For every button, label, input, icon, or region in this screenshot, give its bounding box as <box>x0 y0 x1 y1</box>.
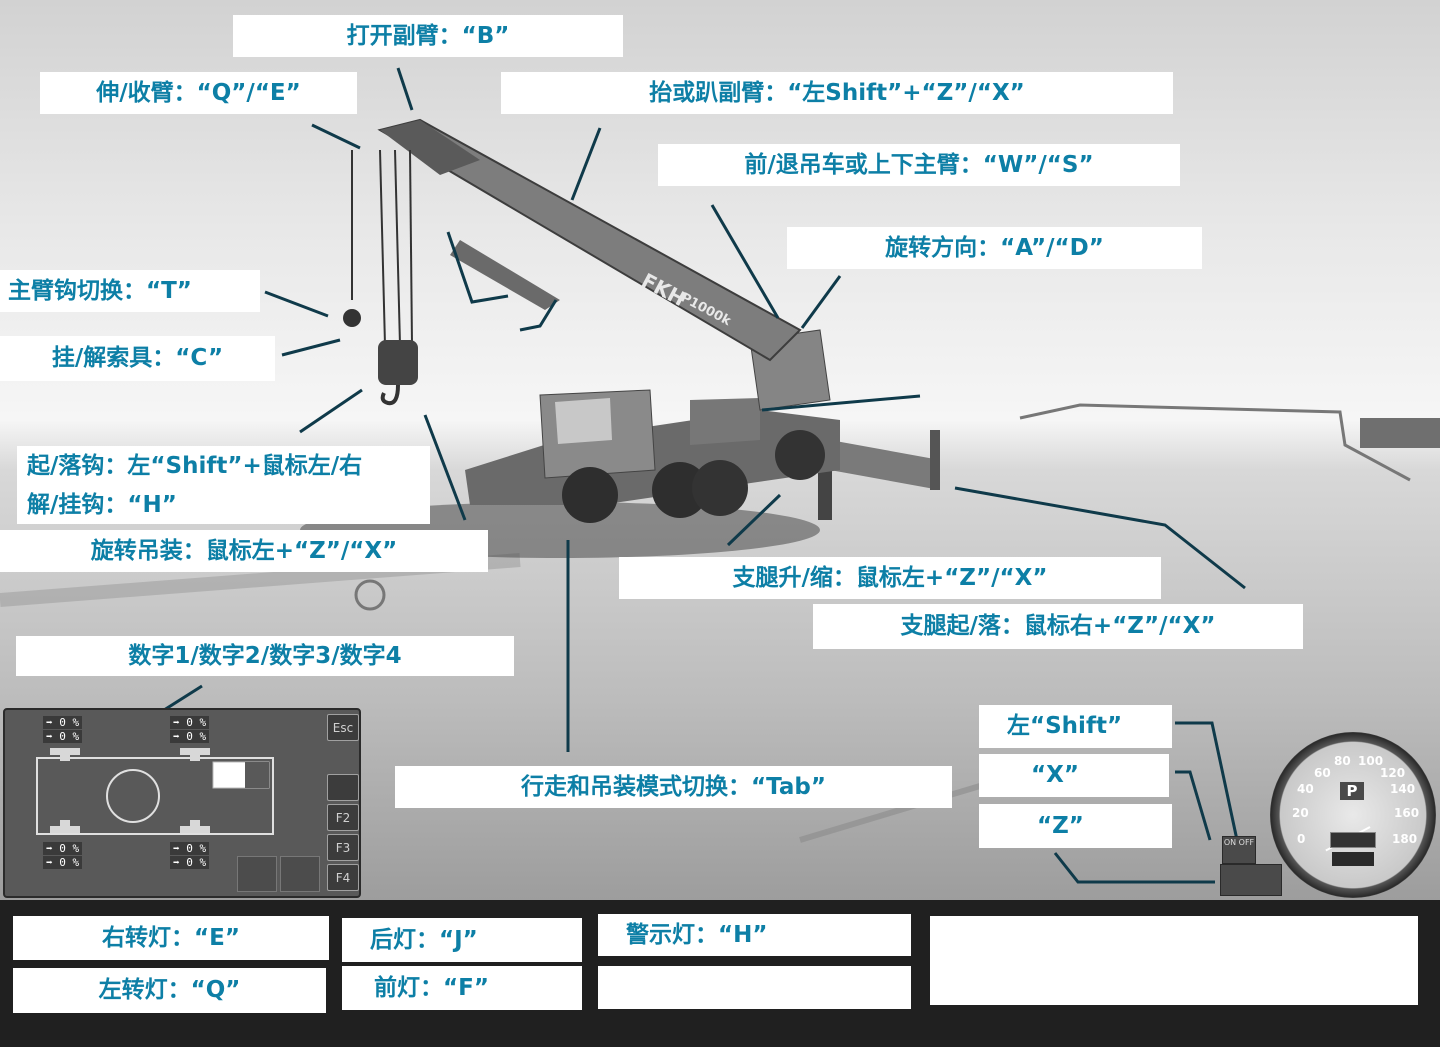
front-light[interactable]: 前灯：“F” <box>342 966 582 1010</box>
tick-160: 160 <box>1394 806 1420 820</box>
f4-button[interactable]: F4 <box>327 864 359 891</box>
tick-100: 100 <box>1358 754 1384 768</box>
outrigger-4-top: ➡ 0 % <box>170 842 210 855</box>
outrigger-2-top-value: 0 % <box>186 716 207 729</box>
wheel-3 <box>692 460 748 516</box>
wheel-4 <box>775 430 825 480</box>
arrow-right-icon: ➡ <box>173 730 180 743</box>
label-extend-boom: 伸/收臂：“Q”/“E” <box>40 72 357 114</box>
label-key-z: “Z” <box>979 804 1172 848</box>
ground-crack <box>799 777 1001 843</box>
label-raise-jib: 抬或趴副臂：“左Shift”+“Z”/“X” <box>501 72 1173 114</box>
carrier-box <box>690 398 760 445</box>
label-outrigger-extend: 支腿升/缩：鼠标左+“Z”/“X” <box>619 557 1161 599</box>
label-mode-switch: 行走和吊装模式切换：“Tab” <box>395 766 952 808</box>
wheel-1 <box>562 467 618 523</box>
arrow-right-icon: ➡ <box>46 716 53 729</box>
outrigger-1-bottom-value: 0 % <box>59 730 80 743</box>
building <box>1360 418 1440 448</box>
right-turn-light[interactable]: 右转灯：“E” <box>13 916 329 960</box>
label-hook-release: 解/挂钩：“H” <box>17 486 430 524</box>
outrigger-2-bottom-value: 0 % <box>186 730 207 743</box>
outrigger-3-bottom: ➡ 0 % <box>43 856 83 869</box>
esc-button[interactable]: Esc <box>327 714 359 741</box>
f2-button[interactable]: F2 <box>327 804 359 831</box>
outrigger-leg <box>930 430 940 490</box>
main-cable-3 <box>409 149 413 346</box>
outrigger-4-top-value: 0 % <box>186 842 207 855</box>
jib <box>450 240 560 310</box>
label-outrigger-raise: 支腿起/落：鼠标右+“Z”/“X” <box>813 604 1303 649</box>
label-digits: 数字1/数字2/数字3/数字4 <box>16 636 514 676</box>
outrigger-beam <box>830 440 940 490</box>
empty-slot-2 <box>930 916 1418 1005</box>
tick-120: 120 <box>1380 766 1406 780</box>
onoff-switch[interactable]: ON OFF <box>1222 836 1256 864</box>
chassis-diagram <box>36 748 274 835</box>
wheel-2 <box>652 462 708 518</box>
label-rigging: 挂/解索具：“C” <box>0 336 275 381</box>
onoff-label: ON OFF <box>1223 838 1255 847</box>
label-key-shift: 左“Shift” <box>979 705 1172 748</box>
label-move-luff: 前/退吊车或上下主臂：“W”/“S” <box>658 144 1180 186</box>
arrow-right-icon: ➡ <box>46 842 53 855</box>
gear-indicator: P <box>1340 782 1364 800</box>
cab-window <box>555 398 612 444</box>
tick-0: 0 <box>1297 832 1306 846</box>
label-key-x: “X” <box>979 754 1169 797</box>
outrigger-1-top: ➡ 0 % <box>43 716 83 729</box>
arrow-right-icon: ➡ <box>173 856 180 869</box>
tick-40: 40 <box>1297 782 1314 796</box>
empty-slot-1 <box>598 966 911 1009</box>
outrigger-1-bottom: ➡ 0 % <box>43 730 83 743</box>
label-hoist: 起/落钩：左“Shift”+鼠标左/右 <box>17 446 430 486</box>
lift-mode-icon[interactable] <box>237 856 277 892</box>
warning-light[interactable]: 警示灯：“H” <box>598 914 911 956</box>
outrigger-3-top-value: 0 % <box>59 842 80 855</box>
label-open-jib: 打开副臂：“B” <box>233 15 623 57</box>
outrigger-leg-front <box>818 460 832 520</box>
tick-140: 140 <box>1390 782 1416 796</box>
outrigger-1-top-value: 0 % <box>59 716 80 729</box>
outrigger-4-bottom: ➡ 0 % <box>170 856 210 869</box>
f3-button[interactable]: F3 <box>327 834 359 861</box>
label-slew: 旋转吊装：鼠标左+“Z”/“X” <box>0 530 488 572</box>
warning-icon <box>1332 852 1374 866</box>
outrigger-4-bottom-value: 0 % <box>186 856 207 869</box>
outrigger-2-bottom: ➡ 0 % <box>170 730 210 743</box>
leader-lines <box>84 67 1246 884</box>
arrow-right-icon: ➡ <box>173 716 180 729</box>
outrigger-hud: ➡ 0 % ➡ 0 % ➡ 0 % ➡ 0 % ➡ 0 % ➡ 0 % ➡ 0 … <box>3 708 361 898</box>
main-cable-2 <box>394 149 401 346</box>
lower-mode-icon[interactable] <box>280 856 320 892</box>
tick-80: 80 <box>1334 754 1351 768</box>
tick-20: 20 <box>1292 806 1309 820</box>
scene-drawing: FKH P1000k <box>0 67 1440 884</box>
tick-60: 60 <box>1314 766 1331 780</box>
main-cable-1 <box>379 149 386 346</box>
label-hook-switch: 主臂钩切换：“T” <box>0 270 260 312</box>
left-turn-light[interactable]: 左转灯：“Q” <box>13 968 326 1013</box>
fuel-icon <box>1330 832 1376 848</box>
arrow-right-icon: ➡ <box>173 842 180 855</box>
f1-button[interactable] <box>327 774 359 801</box>
outrigger-3-top: ➡ 0 % <box>43 842 83 855</box>
speedometer-gauge: 0 20 40 60 80 100 120 140 160 180 P <box>1270 732 1436 898</box>
label-rotate-direction: 旋转方向：“A”/“D” <box>787 227 1202 269</box>
outrigger-mode-icons[interactable] <box>1220 864 1282 896</box>
outrigger-2-top: ➡ 0 % <box>170 716 210 729</box>
boom-head <box>380 120 480 175</box>
outrigger-3-bottom-value: 0 % <box>59 856 80 869</box>
fence-line <box>1019 403 1411 482</box>
arrow-right-icon: ➡ <box>46 730 53 743</box>
aux-hook-icon <box>343 309 361 327</box>
rear-light[interactable]: 后灯：“J” <box>342 918 582 962</box>
arrow-right-icon: ➡ <box>46 856 53 869</box>
tick-180: 180 <box>1392 832 1418 846</box>
main-hook-block <box>378 340 418 385</box>
manhole <box>354 579 386 611</box>
main-hook-icon <box>380 384 400 406</box>
